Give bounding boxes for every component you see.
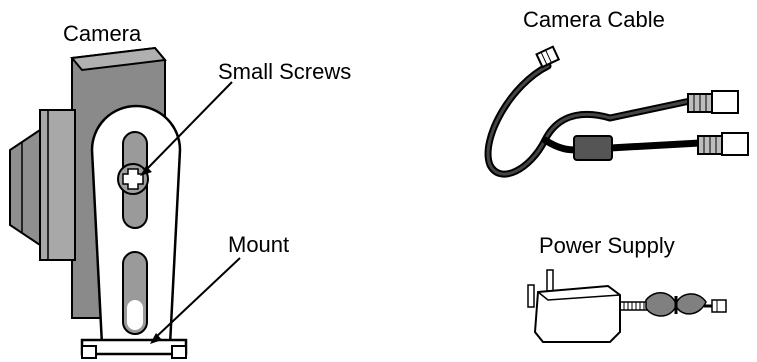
camera-body [39, 109, 76, 261]
mount-base [80, 338, 188, 356]
power-supply-illustration [527, 269, 727, 343]
camera-lens [9, 128, 41, 247]
cable-connector-lower [697, 132, 749, 156]
camera-cable-illustration [484, 45, 749, 178]
pointer-arrows [140, 81, 241, 344]
label-mount: Mount [228, 232, 290, 257]
small-screw [117, 163, 149, 195]
label-small-screws: Small Screws [218, 59, 352, 84]
label-camera-cable: Camera Cable [523, 7, 665, 32]
power-prong-bottom [527, 284, 535, 308]
mount-base-tab-right [171, 345, 187, 359]
label-power-supply: Power Supply [539, 233, 675, 258]
cable-plug-small [535, 45, 561, 69]
mount-illustration [80, 104, 188, 359]
cable-connector-upper [687, 90, 739, 114]
power-output-plug [711, 299, 727, 313]
mount-slot-lower-highlight [127, 300, 143, 330]
power-adapter-body [533, 284, 621, 343]
mount-base-tab-left [81, 345, 97, 359]
power-cord-strain-relief [620, 301, 648, 311]
camera-housing-top [70, 46, 167, 72]
arrow-mount [154, 257, 241, 339]
label-camera: Camera [63, 21, 142, 46]
arrow-small-screws [145, 81, 233, 171]
cable-branch [606, 139, 704, 152]
cable-splitter [573, 135, 613, 161]
